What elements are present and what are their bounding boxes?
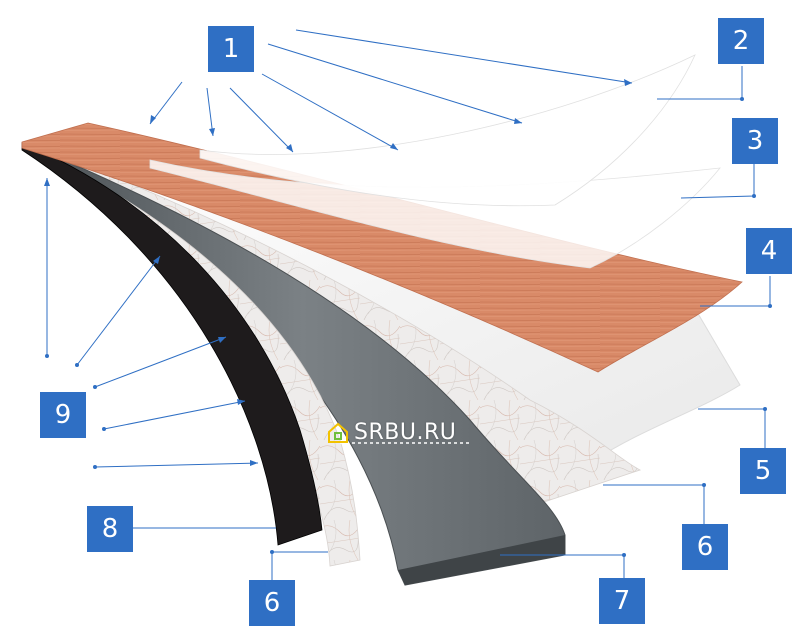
- watermark: SRBU.RU: [326, 420, 456, 445]
- layer-8-backing: [21, 142, 323, 546]
- label-3: 3: [732, 118, 778, 164]
- house-icon: [328, 422, 348, 443]
- label-1: 1: [208, 26, 254, 72]
- label-9: 9: [40, 392, 86, 438]
- label-2: 2: [718, 18, 764, 64]
- leader-dots: [45, 97, 772, 557]
- label-4: 4: [746, 228, 792, 274]
- label-6-right: 6: [682, 524, 728, 570]
- label-7: 7: [599, 578, 645, 624]
- layer-7-edge: [398, 535, 565, 585]
- layer-2-film: [199, 54, 696, 207]
- label-8: 8: [87, 506, 133, 552]
- label-6-left: 6: [249, 580, 295, 626]
- arrow-heads: [44, 79, 632, 466]
- label-5: 5: [740, 448, 786, 494]
- watermark-text: SRBU.RU: [354, 420, 457, 445]
